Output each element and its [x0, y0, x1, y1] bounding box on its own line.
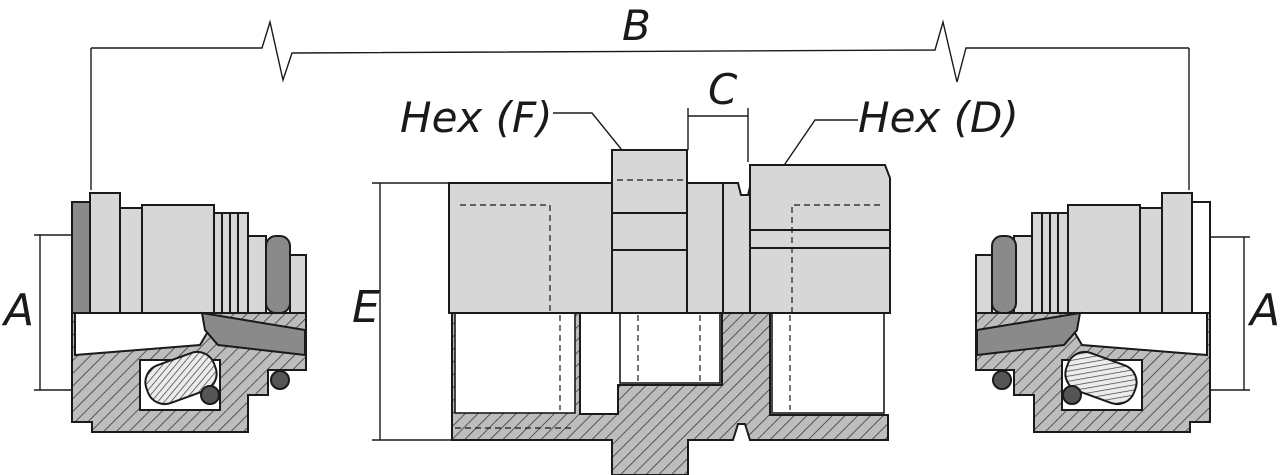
- center-fitting: [448, 149, 891, 475]
- right-bore: [771, 312, 885, 414]
- left-ball: [200, 385, 220, 405]
- b-dimension-line: [91, 19, 1189, 83]
- hex-d-leader: [773, 119, 858, 181]
- center-bore: [619, 312, 721, 384]
- left-thread-section: [448, 182, 615, 314]
- dimension-e: [372, 182, 452, 441]
- left-collet: [200, 311, 306, 357]
- dimension-a-left: [34, 234, 72, 391]
- left-body: [141, 204, 215, 314]
- dimension-c: [687, 108, 749, 162]
- right-spring: [1064, 350, 1138, 406]
- right-oring: [991, 235, 1017, 314]
- label-e: E: [352, 282, 380, 333]
- left-spring: [144, 350, 218, 406]
- left-coupler: [71, 192, 307, 433]
- right-ball: [1062, 385, 1082, 405]
- label-a-left: A: [1, 285, 34, 336]
- dimension-a-right: [1210, 236, 1250, 391]
- groove-section: [722, 182, 752, 314]
- hex-f-leader: [553, 112, 631, 161]
- right-body: [1067, 204, 1141, 314]
- left-oring: [265, 235, 291, 314]
- right-collet: [976, 311, 1082, 357]
- left-bore: [454, 312, 576, 414]
- label-a-right: A: [1247, 285, 1280, 336]
- label-b: B: [622, 1, 651, 50]
- right-coupler: [975, 192, 1211, 433]
- hex-d: [749, 164, 891, 314]
- right-nut: [1161, 192, 1193, 314]
- left-nut: [89, 192, 121, 314]
- label-hex-f: Hex (F): [400, 93, 553, 142]
- neck-section: [686, 182, 724, 314]
- hex-f: [611, 149, 688, 314]
- label-hex-d: Hex (D): [858, 93, 1019, 142]
- dimension-b: [90, 19, 1190, 190]
- label-c: C: [708, 65, 738, 114]
